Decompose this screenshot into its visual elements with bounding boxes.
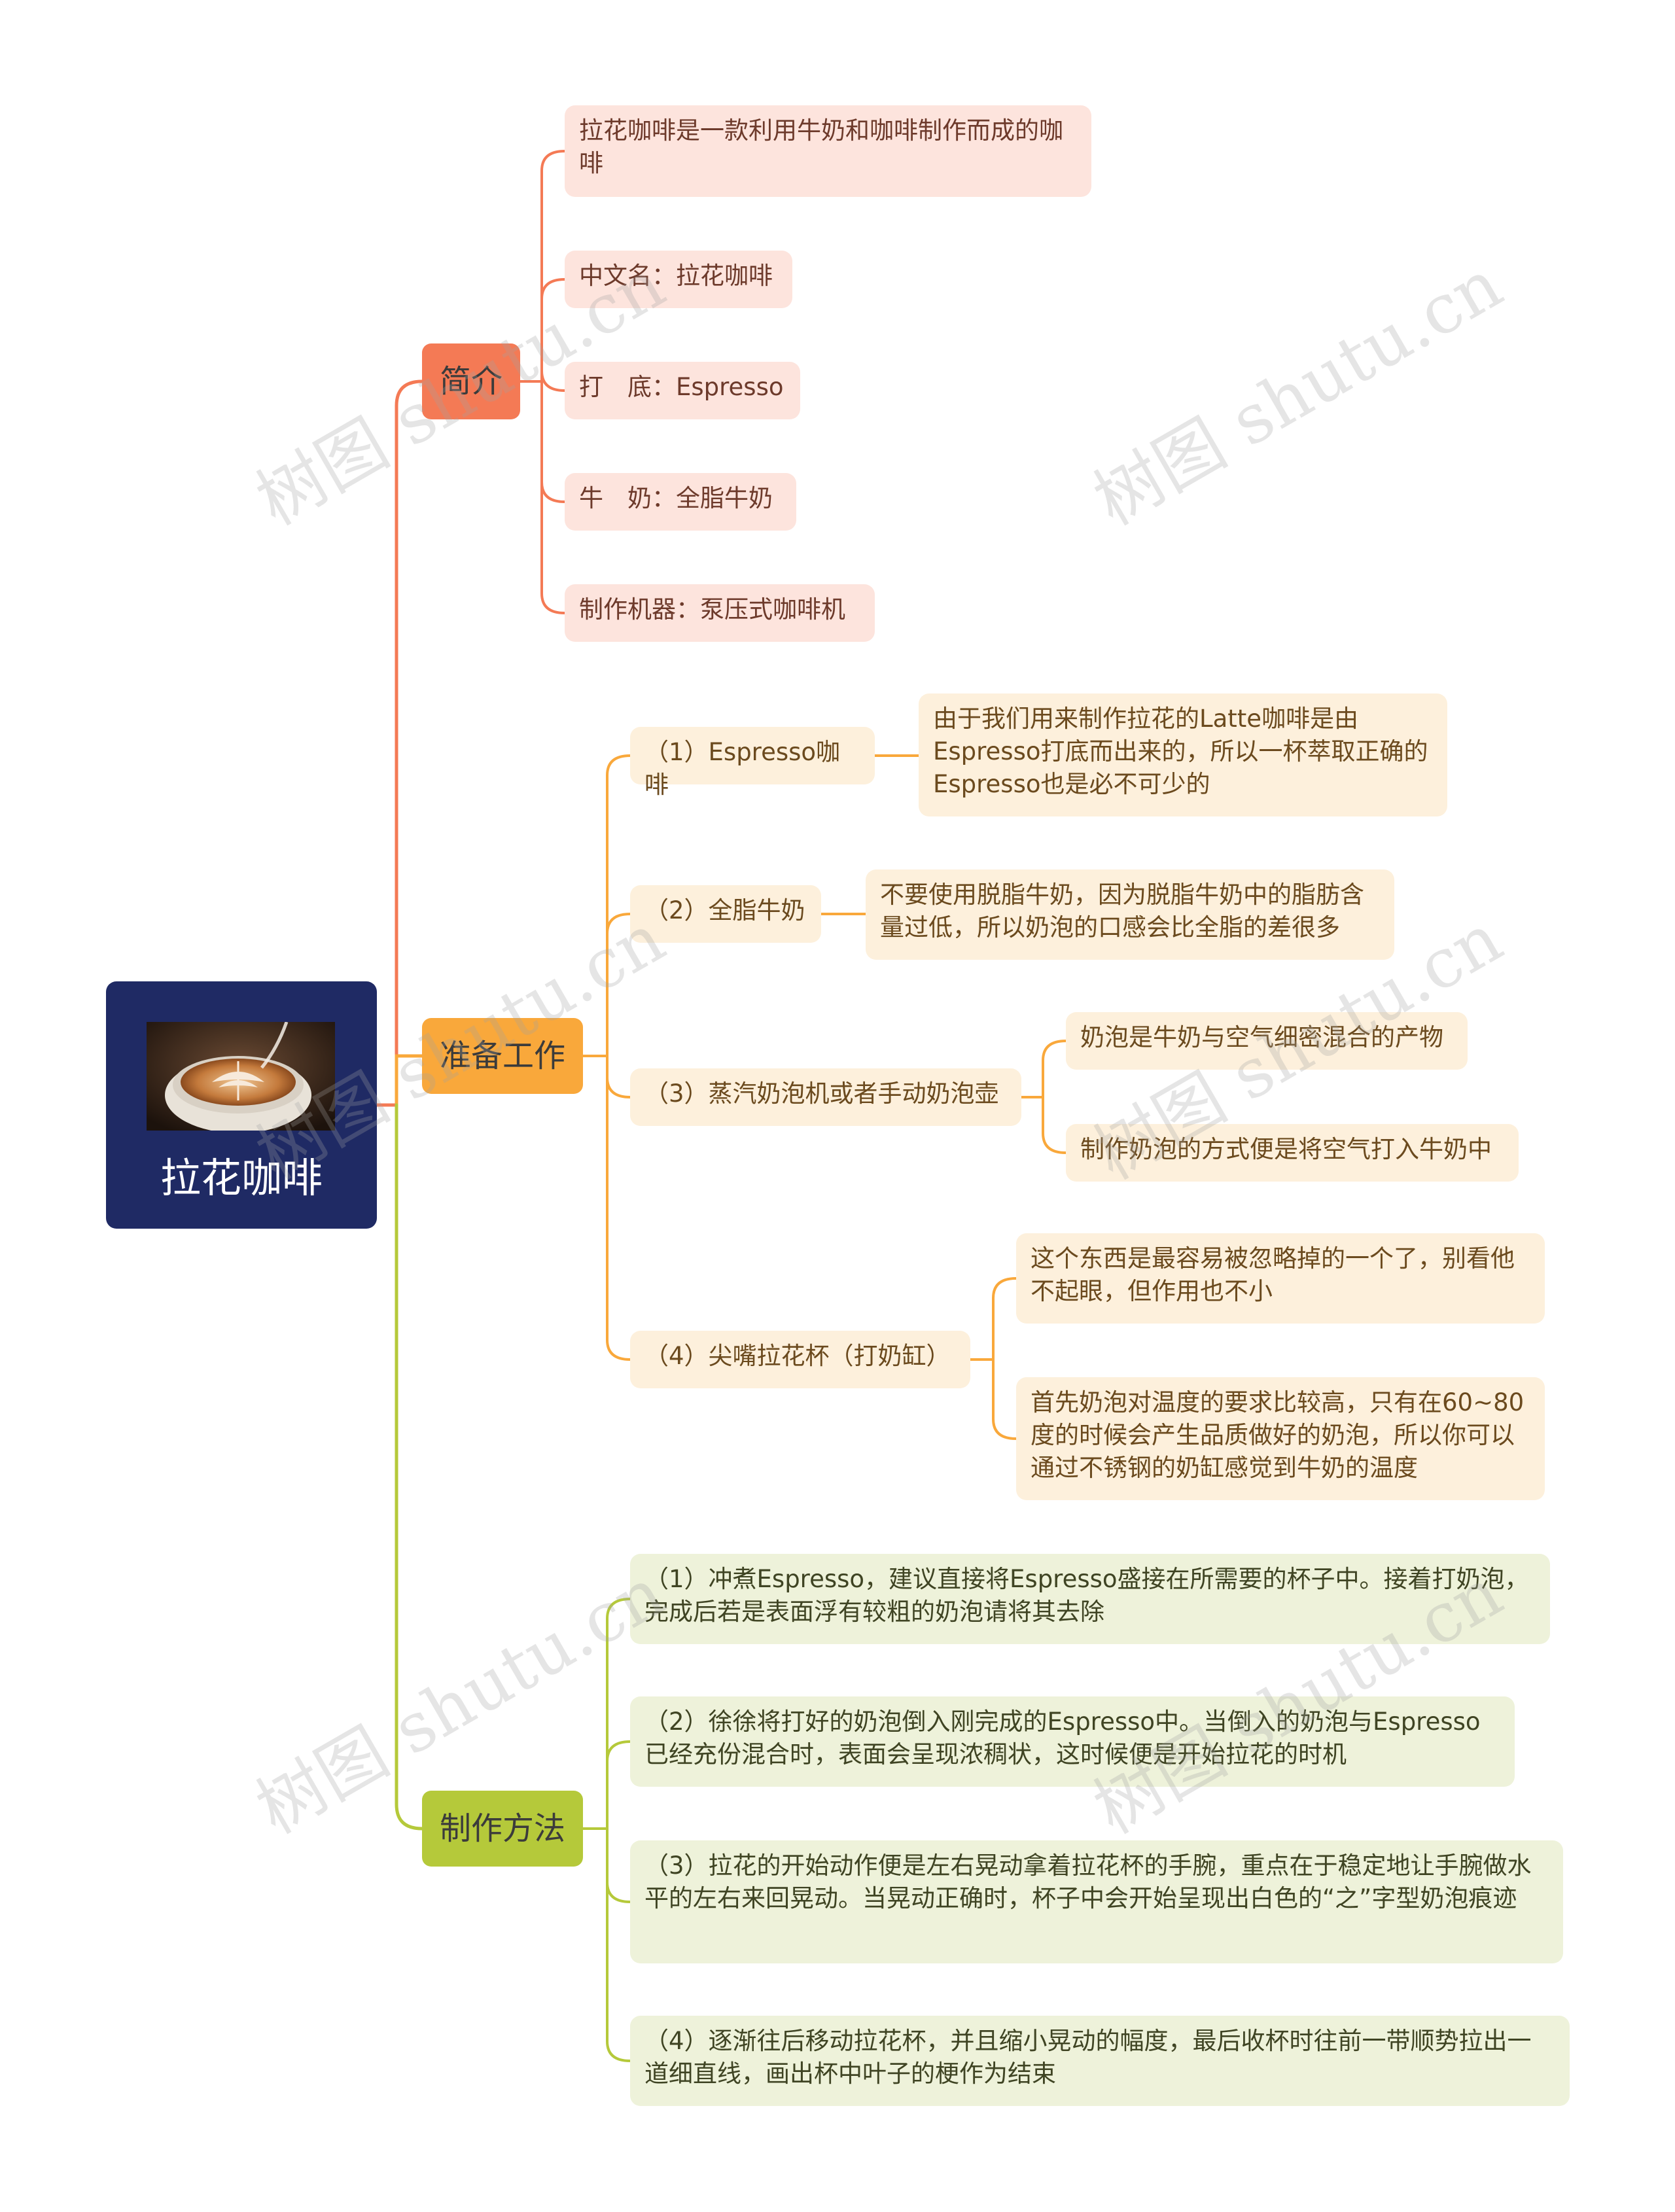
intro-item-text: 拉花咖啡是一款利用牛奶和咖啡制作而成的咖啡: [579, 116, 1063, 177]
method-step[interactable]: （3）拉花的开始动作便是左右晃动拿着拉花杯的手腕，重点在于稳定地让手腕做水平的左…: [630, 1840, 1563, 1963]
prep-detail-text: 制作奶泡的方式便是将空气打入牛奶中: [1080, 1135, 1492, 1163]
prep-item-text: （2）全脂牛奶: [644, 896, 805, 924]
intro-item-text: 打 底：Espresso: [579, 373, 784, 401]
branch-intro[interactable]: 简介: [422, 343, 520, 419]
connector-line: [540, 150, 566, 383]
prep-item[interactable]: （4）尖嘴拉花杯（打奶缸）: [630, 1331, 970, 1388]
connector-line: [606, 1827, 631, 1903]
connector-line: [395, 1103, 424, 1831]
prep-item-text: （3）蒸汽奶泡机或者手动奶泡壶: [644, 1080, 999, 1108]
method-step[interactable]: （1）冲煮Espresso，建议直接将Espresso盛接在所需要的杯子中。接着…: [630, 1554, 1550, 1644]
prep-item[interactable]: （3）蒸汽奶泡机或者手动奶泡壶: [630, 1068, 1021, 1126]
method-step[interactable]: （4）逐渐往后移动拉花杯，并且缩小晃动的幅度，最后收杯时往前一带顺势拉出一道细直…: [630, 2016, 1570, 2106]
intro-item-text: 牛 奶：全脂牛奶: [579, 484, 773, 512]
prep-detail[interactable]: 这个东西是最容易被忽略掉的一个了，别看他不起眼，但作用也不小: [1016, 1233, 1545, 1324]
connector-line: [1042, 1096, 1067, 1154]
prep-detail-text: 由于我们用来制作拉花的Latte咖啡是由Espresso打底而出来的，所以一杯萃…: [933, 705, 1428, 798]
intro-item[interactable]: 制作机器：泵压式咖啡机: [565, 584, 875, 642]
intro-item[interactable]: 中文名：拉花咖啡: [565, 251, 792, 308]
connector-line: [969, 1277, 1017, 1361]
intro-item[interactable]: 牛 奶：全脂牛奶: [565, 473, 796, 531]
prep-detail[interactable]: 奶泡是牛奶与空气细密混合的产物: [1066, 1012, 1468, 1070]
connector-line: [540, 380, 566, 614]
latte-art-photo: [147, 1022, 335, 1131]
connector-line: [606, 1827, 631, 2062]
connector-line: [606, 1055, 631, 1361]
prep-detail-text: 奶泡是牛奶与空气细密混合的产物: [1080, 1023, 1443, 1051]
method-step[interactable]: （2）徐徐将打好的奶泡倒入刚完成的Espresso中。当倒入的奶泡与Espres…: [630, 1696, 1515, 1787]
connector-line: [540, 380, 566, 503]
method-step-text: （4）逐渐往后移动拉花杯，并且缩小晃动的幅度，最后收杯时往前一带顺势拉出一道细直…: [644, 2027, 1532, 2088]
intro-item-text: 制作机器：泵压式咖啡机: [579, 595, 845, 623]
prep-item[interactable]: （2）全脂牛奶: [630, 885, 821, 943]
connector-line: [540, 370, 566, 392]
prep-item-text: （4）尖嘴拉花杯（打奶缸）: [644, 1342, 951, 1370]
method-step-text: （1）冲煮Espresso，建议直接将Espresso盛接在所需要的杯子中。接着…: [644, 1565, 1529, 1626]
connector-line: [606, 1055, 631, 1098]
prep-detail-text: 这个东西是最容易被忽略掉的一个了，别看他不起眼，但作用也不小: [1031, 1244, 1515, 1305]
connector-line: [395, 1054, 424, 1107]
connector-line: [606, 754, 631, 1057]
method-step-text: （2）徐徐将打好的奶泡倒入刚完成的Espresso中。当倒入的奶泡与Espres…: [644, 1708, 1481, 1768]
root-title: 拉花咖啡: [160, 1154, 323, 1202]
connector-line: [606, 913, 631, 1057]
branch-preparation-label: 准备工作: [439, 1038, 565, 1074]
connector-line: [606, 1598, 631, 1830]
prep-detail-text: 不要使用脱脂牛奶，因为脱脂牛奶中的脂肪含量过低，所以奶泡的口感会比全脂的差很多: [880, 881, 1364, 941]
prep-detail[interactable]: 制作奶泡的方式便是将空气打入牛奶中: [1066, 1124, 1519, 1182]
connector-line: [1020, 1040, 1067, 1098]
connector-line: [540, 278, 566, 383]
prep-detail[interactable]: 由于我们用来制作拉花的Latte咖啡是由Espresso打底而出来的，所以一杯萃…: [919, 693, 1447, 816]
prep-item[interactable]: （1）Espresso咖啡: [630, 727, 875, 799]
prep-detail[interactable]: 不要使用脱脂牛奶，因为脱脂牛奶中的脂肪含量过低，所以奶泡的口感会比全脂的差很多: [866, 869, 1394, 960]
branch-intro-label: 简介: [439, 363, 502, 400]
branch-preparation[interactable]: 准备工作: [422, 1018, 583, 1094]
prep-item-text: （1）Espresso咖啡: [644, 738, 841, 799]
intro-item[interactable]: 拉花咖啡是一款利用牛奶和咖啡制作而成的咖啡: [565, 105, 1091, 197]
branch-method[interactable]: 制作方法: [422, 1791, 583, 1867]
prep-detail[interactable]: 首先奶泡对温度的要求比较高，只有在60~80度的时候会产生品质做好的奶泡，所以你…: [1016, 1377, 1545, 1500]
intro-item[interactable]: 打 底：Espresso: [565, 362, 800, 419]
connector-line: [606, 1740, 631, 1830]
prep-detail-text: 首先奶泡对温度的要求比较高，只有在60~80度的时候会产生品质做好的奶泡，所以你…: [1031, 1388, 1525, 1482]
root-node[interactable]: 拉花咖啡: [106, 981, 377, 1229]
method-step-text: （3）拉花的开始动作便是左右晃动拿着拉花杯的手腕，重点在于稳定地让手腕做水平的左…: [644, 1852, 1532, 1912]
branch-method-label: 制作方法: [439, 1810, 565, 1847]
connector-line: [375, 379, 424, 1107]
connector-line: [992, 1358, 1017, 1440]
intro-item-text: 中文名：拉花咖啡: [579, 262, 773, 290]
